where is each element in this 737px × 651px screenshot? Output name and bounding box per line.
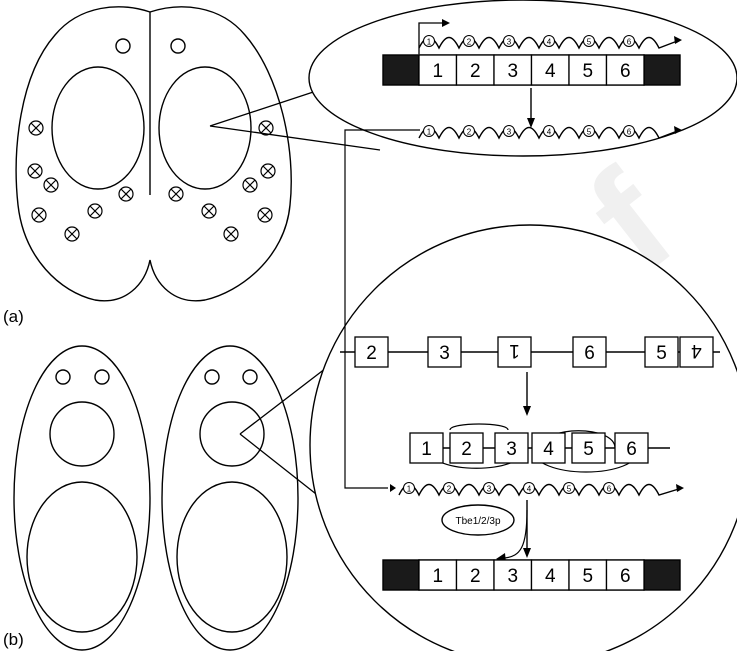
scrambled-segment-label: 1 <box>509 340 520 361</box>
transcript-marker-label: 4 <box>527 485 532 494</box>
gene-top-segment-label: 3 <box>507 61 518 82</box>
gene-top-segment-label: 2 <box>470 61 481 82</box>
macronucleus-a1 <box>52 67 144 189</box>
transcript-marker-label: 4 <box>547 128 552 137</box>
gene-bottom-segment-label: 5 <box>582 566 593 587</box>
micronucleus-b1 <box>56 370 70 384</box>
gene-top-segment-label: 1 <box>432 61 443 82</box>
transcript-marker-label: 3 <box>507 128 512 137</box>
transcript-marker-label: 3 <box>507 38 512 47</box>
micronucleus-a1 <box>116 39 130 53</box>
scrambled-segment-label: 6 <box>584 343 595 364</box>
transcript-marker-label: 5 <box>587 38 592 47</box>
gene-bottom-segment-label: 6 <box>620 566 631 587</box>
transcript-marker-label: 1 <box>407 485 412 494</box>
aligned-segment-label: 3 <box>506 439 517 460</box>
aligned-segment-label: 6 <box>626 439 637 460</box>
panel-label-b: (b) <box>3 630 24 649</box>
transcript-marker-label: 3 <box>487 485 492 494</box>
transcript-marker-label: 5 <box>567 485 572 494</box>
micronucleus-b3 <box>205 370 219 384</box>
transcript-marker-label: 2 <box>467 128 472 137</box>
protein-label: Tbe1/2/3p <box>455 516 500 527</box>
gene-bottom-segment-label: 2 <box>470 566 481 587</box>
crossed-circles <box>28 121 275 241</box>
gene-top-segment-label: 4 <box>545 61 556 82</box>
transcript-marker-label: 2 <box>467 38 472 47</box>
micronucleus-b2 <box>95 370 109 384</box>
gene-bottom-segment-label: 4 <box>545 566 556 587</box>
aligned-segment-label: 5 <box>583 439 594 460</box>
anlage-b1 <box>50 402 114 466</box>
scrambled-segment-label: 2 <box>366 343 377 364</box>
scrambled-segment-label: 3 <box>439 343 450 364</box>
gene-top-segment-label: 6 <box>620 61 631 82</box>
panel-label-a: (a) <box>3 307 24 326</box>
aligned-segment-label: 1 <box>421 439 432 460</box>
gene-top-segment-label: 5 <box>582 61 593 82</box>
micronucleus-b4 <box>243 370 257 384</box>
anlage-b2 <box>200 402 264 466</box>
cell-b2 <box>162 346 298 650</box>
aligned-segment-label: 2 <box>461 439 472 460</box>
scrambled-segment-label: 4 <box>691 340 702 361</box>
panel-b-cells <box>14 346 298 650</box>
micronucleus-a2 <box>171 39 185 53</box>
transcript-marker-label: 1 <box>427 128 432 137</box>
transcript-marker-label: 4 <box>547 38 552 47</box>
transcript-marker-label: 6 <box>627 128 632 137</box>
macronucleus-a2 <box>159 67 251 189</box>
gene-bottom-segment-label: 1 <box>432 566 443 587</box>
transcript-marker-label: 6 <box>607 485 612 494</box>
transcript-marker-label: 2 <box>447 485 452 494</box>
cell-a-outline <box>16 7 291 301</box>
transcript-marker-label: 1 <box>427 38 432 47</box>
old-macronucleus-b1 <box>27 482 137 632</box>
old-macronucleus-b2 <box>177 482 287 632</box>
aligned-segment-label: 4 <box>543 439 554 460</box>
transcript-marker-label: 6 <box>627 38 632 47</box>
transcript-marker-label: 5 <box>587 128 592 137</box>
panel-a-cell <box>16 7 291 301</box>
cell-b1 <box>14 346 150 650</box>
gene-bottom-segment-label: 3 <box>507 566 518 587</box>
scrambled-segment-label: 5 <box>656 343 667 364</box>
